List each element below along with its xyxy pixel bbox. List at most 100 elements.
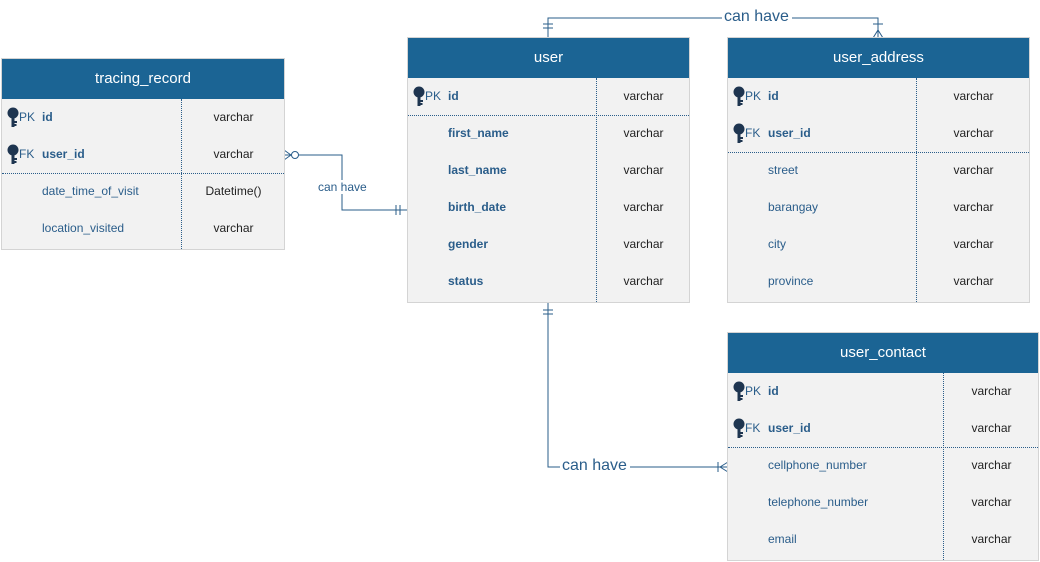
- column-name: email: [768, 532, 797, 546]
- key-icon: [733, 418, 745, 440]
- key-kind-label: PK: [745, 89, 762, 103]
- key-separator: [728, 152, 1029, 153]
- table-row[interactable]: barangay varchar: [728, 189, 1029, 226]
- key-icon: [733, 381, 745, 403]
- entity-title: tracing_record: [2, 59, 284, 99]
- mark-tracing-zero: [291, 151, 299, 159]
- key-kind-label: FK: [745, 126, 761, 140]
- key-separator: [728, 447, 1038, 448]
- column-name: barangay: [768, 200, 819, 214]
- column-name: user_id: [768, 421, 811, 435]
- column-type: varchar: [953, 200, 994, 214]
- mark-contact-crow-a: [719, 461, 729, 468]
- column-type: varchar: [971, 495, 1012, 509]
- key-separator: [408, 115, 689, 116]
- table-row[interactable]: FK user_id varchar: [2, 136, 284, 173]
- column-type: varchar: [953, 126, 994, 140]
- relationship-label-user-contact: can have: [562, 457, 627, 474]
- key-kind-label: FK: [745, 421, 761, 435]
- key-separator: [2, 173, 284, 174]
- table-row[interactable]: PK id varchar: [728, 78, 1029, 115]
- mark-tracing-crow-a: [283, 149, 292, 156]
- column-name: gender: [448, 237, 489, 251]
- column-name: id: [42, 110, 53, 124]
- table-row[interactable]: FK user_id varchar: [728, 115, 1029, 152]
- relationship-label-tracing-user: can have: [318, 180, 367, 194]
- column-type: varchar: [953, 163, 994, 177]
- column-separator: [943, 373, 944, 560]
- column-name: user_id: [768, 126, 811, 140]
- key-icon: [413, 86, 425, 108]
- column-type: varchar: [213, 147, 254, 161]
- column-type: varchar: [971, 458, 1012, 472]
- column-type: varchar: [623, 200, 664, 214]
- column-separator: [596, 78, 597, 302]
- column-name: city: [768, 237, 786, 251]
- mark-tracing-crow-b: [283, 154, 292, 161]
- table-row[interactable]: last_name varchar: [408, 152, 689, 189]
- entity-title: user_contact: [728, 333, 1038, 373]
- column-type: varchar: [623, 126, 664, 140]
- column-type: varchar: [623, 274, 664, 288]
- column-type: varchar: [953, 237, 994, 251]
- table-row[interactable]: PK id varchar: [728, 373, 1038, 410]
- table-row[interactable]: birth_date varchar: [408, 189, 689, 226]
- column-name: street: [768, 163, 799, 177]
- column-name: province: [768, 274, 814, 288]
- entity-title: user: [408, 38, 689, 78]
- key-kind-label: PK: [19, 110, 36, 124]
- column-type: Datetime(): [205, 184, 262, 198]
- column-type: varchar: [623, 163, 664, 177]
- column-name: location_visited: [42, 221, 125, 235]
- column-name: date_time_of_visit: [42, 184, 139, 198]
- column-name: telephone_number: [768, 495, 869, 509]
- mark-address-crow-b: [877, 29, 884, 39]
- column-name: first_name: [448, 126, 509, 140]
- table-row[interactable]: cellphone_number varchar: [728, 447, 1038, 484]
- table-row[interactable]: street varchar: [728, 152, 1029, 189]
- column-name: user_id: [42, 147, 85, 161]
- connector-user-user-address: [547, 17, 879, 38]
- column-type: varchar: [623, 89, 664, 103]
- key-icon: [733, 86, 745, 108]
- mark-contact-crow-b: [719, 466, 729, 473]
- key-kind-label: PK: [745, 384, 762, 398]
- table-row[interactable]: city varchar: [728, 226, 1029, 263]
- column-name: id: [768, 384, 779, 398]
- mark-address-crow-a: [872, 29, 879, 39]
- entity-title: user_address: [728, 38, 1029, 78]
- key-kind-label: FK: [19, 147, 35, 161]
- column-name: id: [768, 89, 779, 103]
- table-row[interactable]: first_name varchar: [408, 115, 689, 152]
- relationship-label-user-address: can have: [724, 8, 789, 25]
- column-type: varchar: [953, 89, 994, 103]
- column-type: varchar: [213, 110, 254, 124]
- column-separator: [916, 78, 917, 302]
- table-row[interactable]: date_time_of_visit Datetime(): [2, 173, 284, 210]
- column-name: last_name: [448, 163, 507, 177]
- column-type: varchar: [971, 384, 1012, 398]
- column-separator: [181, 99, 182, 249]
- table-row[interactable]: province varchar: [728, 263, 1029, 300]
- column-name: id: [448, 89, 459, 103]
- key-icon: [7, 107, 19, 129]
- column-name: cellphone_number: [768, 458, 867, 472]
- table-row[interactable]: PK id varchar: [408, 78, 689, 115]
- connector-user-contact: [547, 303, 728, 468]
- table-row[interactable]: telephone_number varchar: [728, 484, 1038, 521]
- column-type: varchar: [953, 274, 994, 288]
- key-icon: [733, 123, 745, 145]
- table-row[interactable]: PK id varchar: [2, 99, 284, 136]
- key-kind-label: PK: [425, 89, 442, 103]
- column-name: birth_date: [448, 200, 507, 214]
